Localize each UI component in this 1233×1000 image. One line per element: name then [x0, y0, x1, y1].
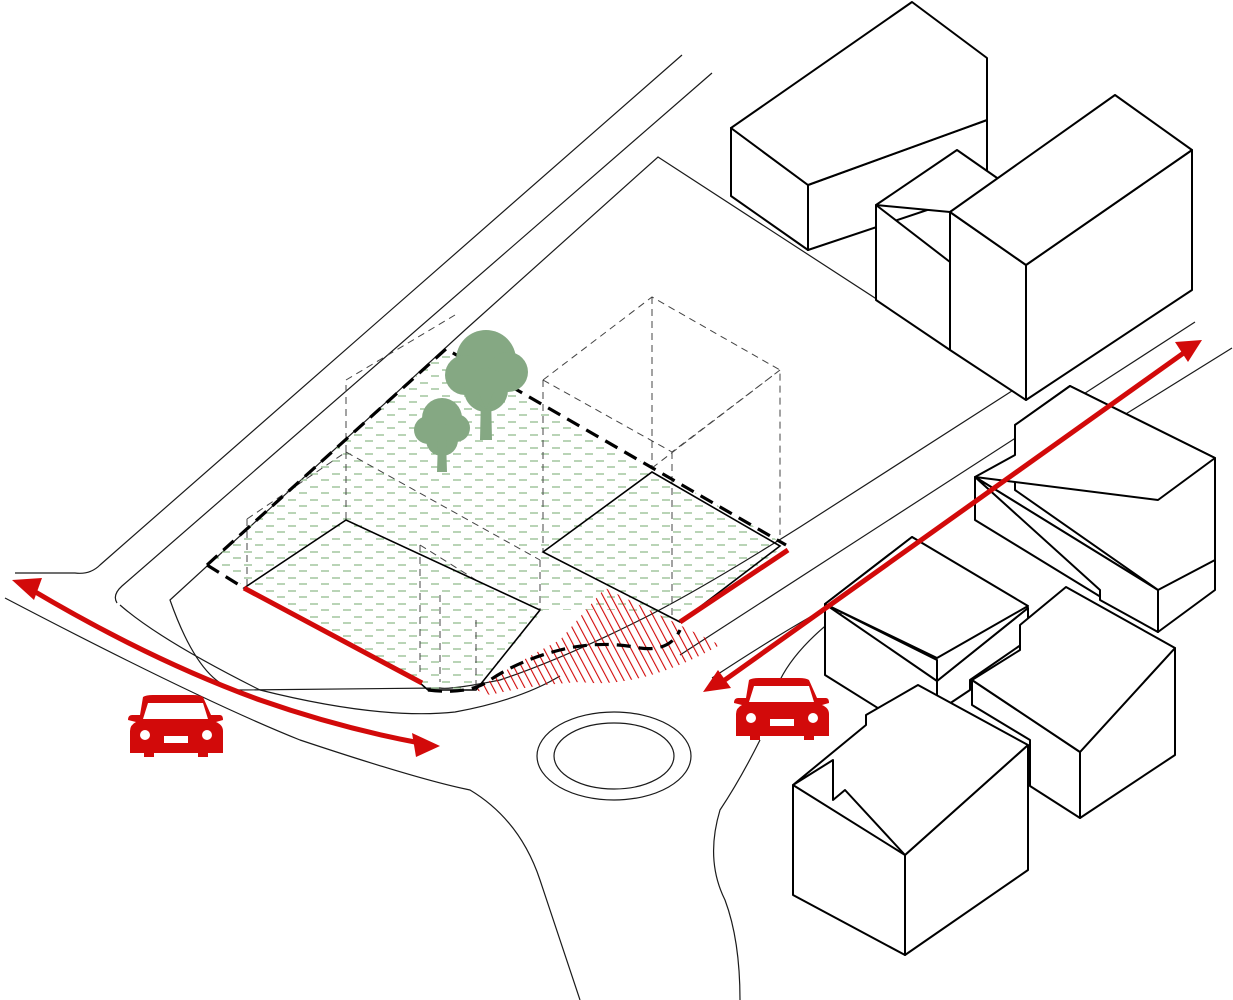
ghost-volume-tower: [542, 296, 781, 620]
road-northwest-inner-edge: [114, 72, 713, 604]
frontage-west: [242, 585, 424, 686]
road-southwest-lower-edge: [4, 597, 581, 1000]
car-icon: [128, 695, 223, 757]
frontage-east: [678, 547, 790, 625]
context-buildings-north: [730, 1, 1193, 401]
arrow-head-west-end: [412, 733, 440, 757]
bld-s3-top: [971, 586, 1176, 753]
green-space: [207, 349, 786, 690]
bld-s1-front: [974, 476, 1159, 633]
arrow-east-road: [720, 349, 1187, 685]
road-southwest-upper-edge: [119, 604, 561, 715]
arrow-head-east-start: [703, 670, 731, 692]
bld-n1-top: [730, 1, 988, 186]
context-buildings-south: [792, 385, 1216, 956]
bld-s4-top: [792, 684, 1029, 856]
road-northwest-outer-edge: [15, 54, 683, 574]
traffic-arrows: [12, 340, 1202, 757]
bld-s2-top-cap: [824, 536, 1029, 659]
roundabout-inner-ring: [553, 722, 675, 790]
bld-n3-top: [949, 94, 1193, 266]
bld-s1-top: [974, 385, 1216, 501]
roundabout-outer-ring: [536, 711, 692, 801]
road-east-north-edge: [679, 321, 1196, 656]
ghost-volume-mid: [345, 314, 456, 452]
plaza-hatch: [476, 588, 720, 695]
proposed-massing: [246, 296, 781, 690]
road-south-east-edge: [713, 739, 761, 1000]
active-frontages: [242, 547, 790, 686]
roads: [4, 54, 1233, 1000]
arrow-head-east-end: [1175, 340, 1202, 362]
arrow-west-road: [30, 587, 421, 746]
footprint-east: [541, 471, 782, 623]
bld-n2-left: [875, 204, 951, 351]
tree-icon: [414, 398, 470, 472]
car-icon: [734, 678, 829, 740]
site-boundary: [205, 347, 787, 693]
tree-icon: [445, 330, 528, 440]
roundabout: [536, 711, 692, 801]
arrow-head-west-start: [12, 578, 42, 600]
